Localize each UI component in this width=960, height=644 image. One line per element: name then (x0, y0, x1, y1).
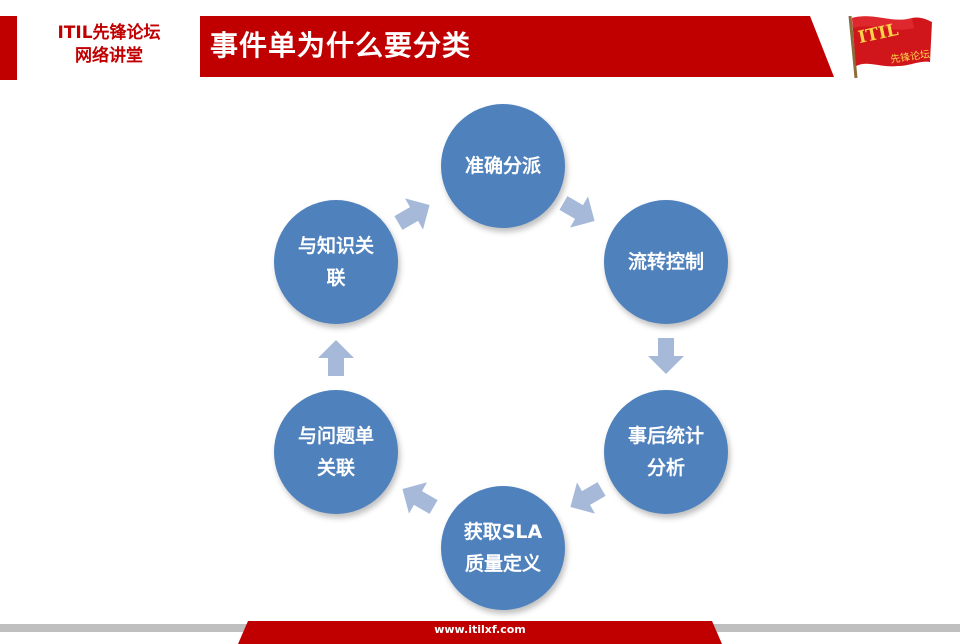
step-label-line2: 分析 (646, 457, 685, 479)
step-label-line2: 关联 (316, 457, 355, 479)
footer-url: www.itilxf.com (434, 623, 526, 636)
cycle-arrow-6 (387, 187, 442, 242)
forum-logo-flag: ITIL 先锋论坛 (840, 10, 936, 80)
step-label-line2: 质量定义 (464, 553, 541, 575)
cycle-arrow-4 (391, 471, 446, 526)
forum-name-line2: 网络讲堂 (75, 46, 143, 66)
step-label-line1: 与问题单 (297, 425, 374, 447)
cycle-arrow-3 (559, 471, 614, 526)
step-label: 准确分派 (464, 155, 541, 177)
slide-title: 事件单为什么要分类 (210, 29, 472, 62)
step-label-line2: 联 (326, 267, 346, 289)
footer-banner: www.itilxf.com (238, 621, 722, 644)
cycle-arrow-5 (316, 338, 356, 378)
cycle-step-post-analysis: 事后统计 分析 (604, 390, 728, 514)
cycle-step-flow-control: 流转控制 (604, 200, 728, 324)
step-label: 流转控制 (627, 251, 704, 273)
cycle-arrow-2 (646, 336, 686, 376)
forum-name: ITIL先锋论坛 网络讲堂 (34, 22, 184, 68)
title-banner: 事件单为什么要分类 (200, 16, 834, 77)
left-accent-bar (0, 16, 17, 80)
step-label-line1: 获取SLA (463, 521, 543, 543)
forum-name-line1: ITIL先锋论坛 (57, 23, 161, 43)
step-label-line1: 与知识关 (297, 235, 374, 257)
cycle-step-problem-link: 与问题单 关联 (274, 390, 398, 514)
cycle-step-knowledge-link: 与知识关 联 (274, 200, 398, 324)
step-label-line1: 事后统计 (627, 425, 704, 447)
cycle-step-accurate-dispatch: 准确分派 (441, 104, 565, 228)
cycle-step-sla-definition: 获取SLA 质量定义 (441, 486, 565, 610)
cycle-arrow-1 (552, 185, 607, 240)
